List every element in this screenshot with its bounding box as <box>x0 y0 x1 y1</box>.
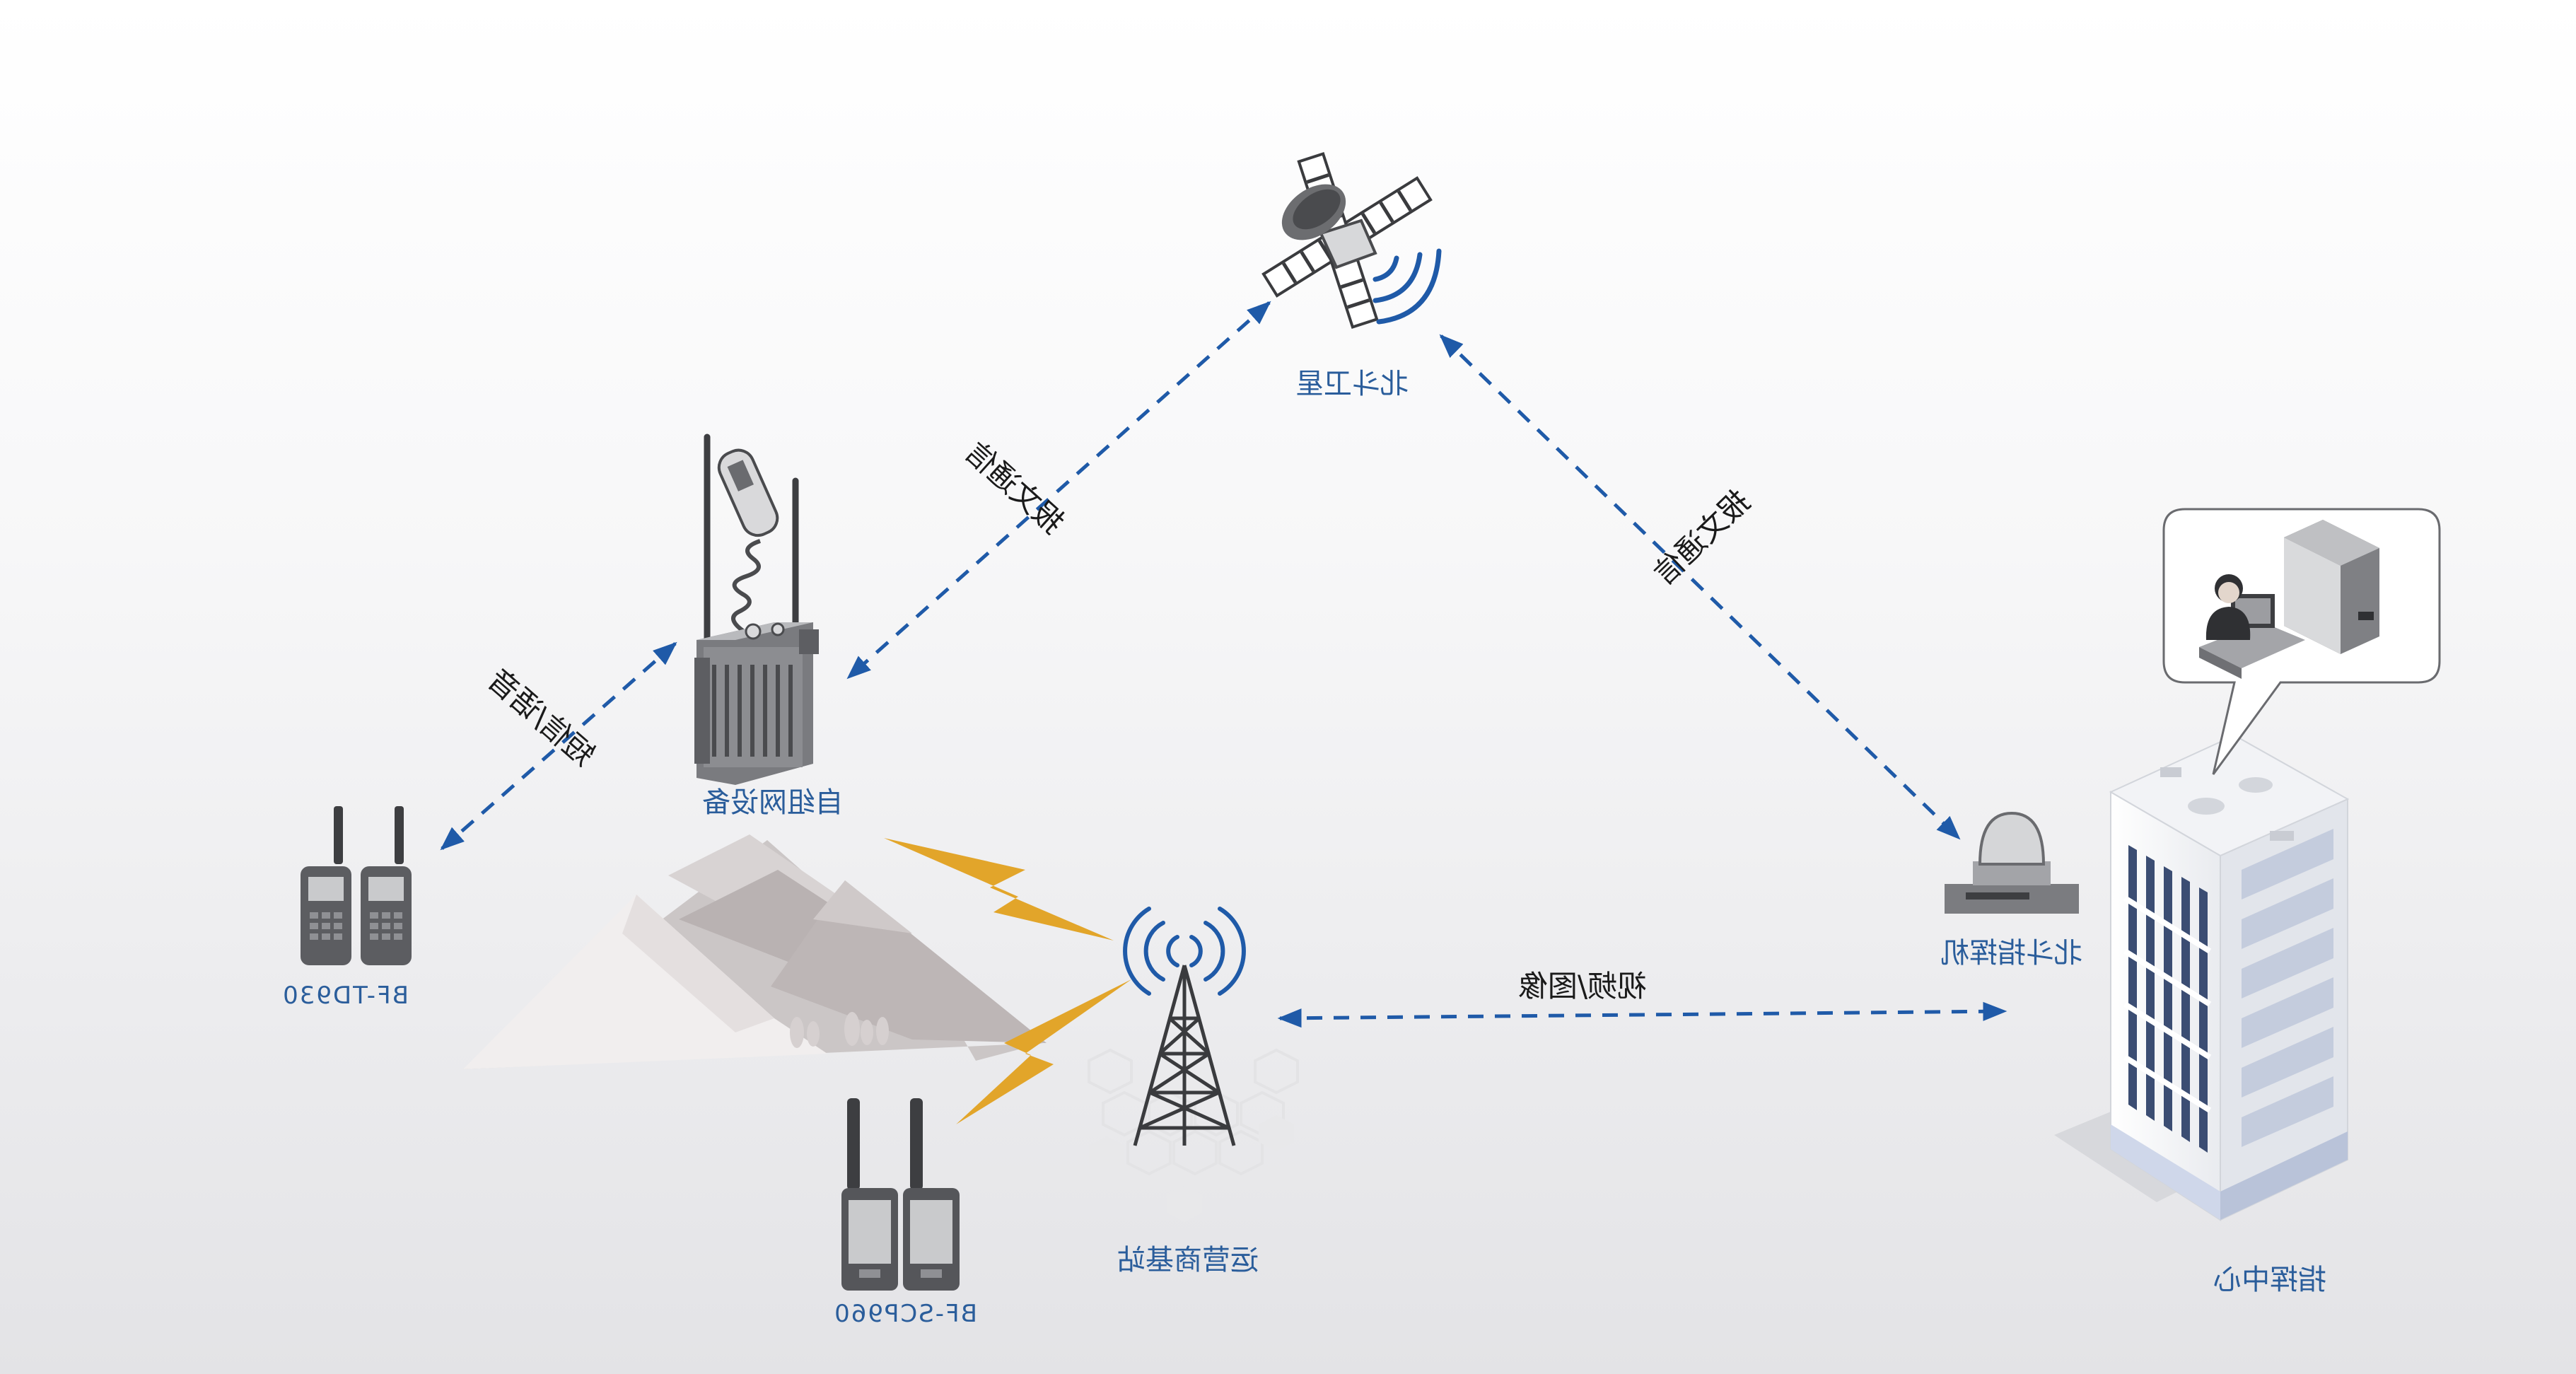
adhoc-device-label: 自组网设备 <box>702 786 844 819</box>
beidou-commander-label: 北斗指挥机 <box>1941 937 2082 970</box>
beidou-terminal-icon <box>1945 811 2079 914</box>
lightning-bolt-icon <box>884 838 1131 1124</box>
building-icon <box>2054 734 2350 1221</box>
manpack-radio-icon <box>694 433 819 785</box>
link-tower-commander <box>1277 1001 2007 1028</box>
link-label-tower-commander: 视频/图像 <box>1517 969 1648 1003</box>
link-satellite-commander <box>1439 334 1961 840</box>
mountains-illustration <box>463 834 1047 1069</box>
command-center-label: 指挥中心 <box>2213 1264 2326 1296</box>
walkie-talkie-icon <box>301 806 412 965</box>
satellite-icon <box>1261 151 1442 330</box>
walkie-talkie-icon <box>841 1098 960 1291</box>
cell-tower-icon <box>1088 907 1299 1222</box>
walkie-talkie-2-label: BF-SCP960 <box>833 1300 977 1328</box>
operator-workstation-icon <box>2162 508 2441 775</box>
base-station-label: 运营商基站 <box>1117 1244 1259 1276</box>
link-adhoc-satellite <box>846 301 1271 680</box>
satellite-label: 北斗卫星 <box>1295 368 1409 400</box>
walkie-talkie-1-label: BF-TD930 <box>281 982 409 1010</box>
